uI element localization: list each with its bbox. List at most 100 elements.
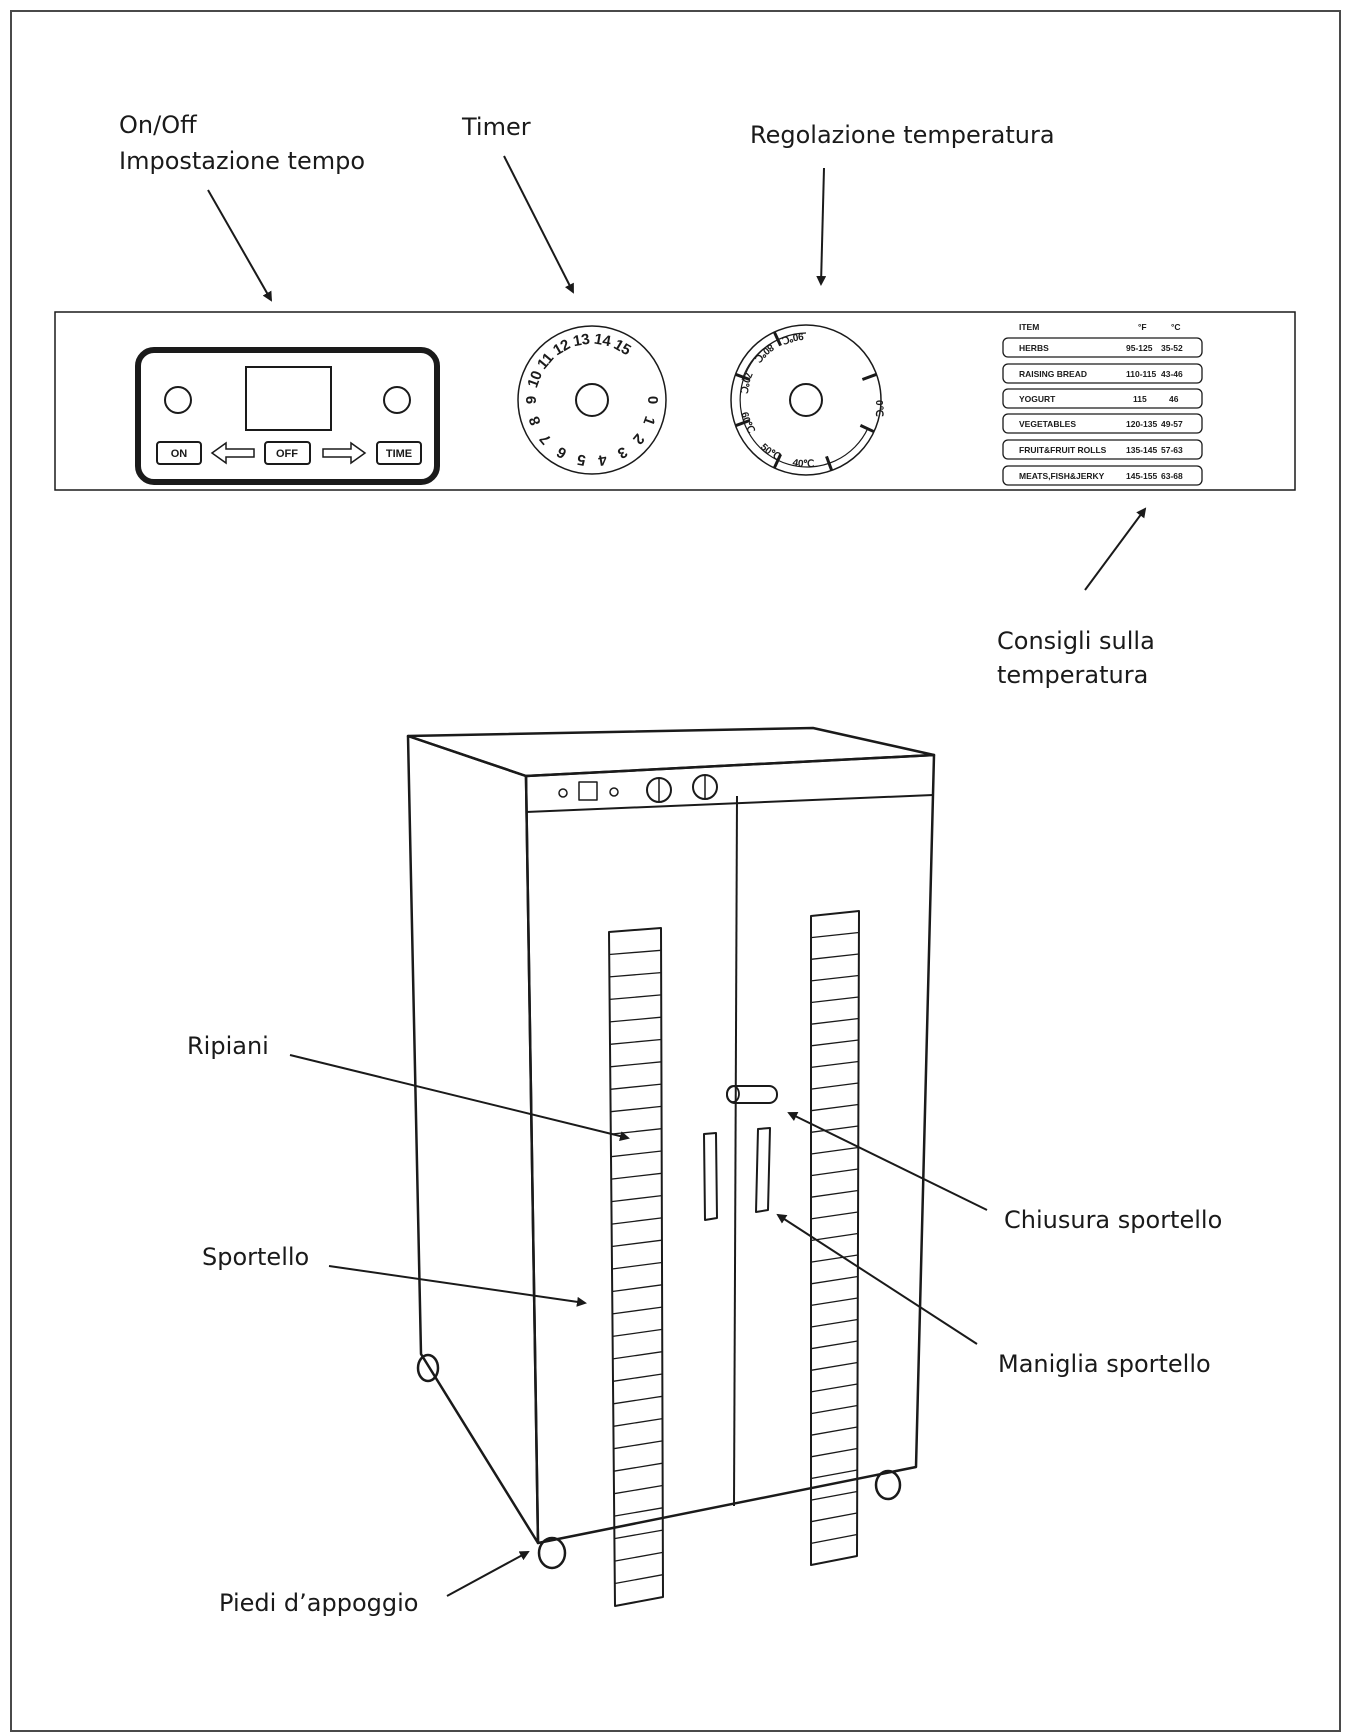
cabinet-front bbox=[524, 753, 936, 1545]
shelf-slat bbox=[810, 974, 859, 982]
shelf-slat bbox=[810, 1254, 858, 1263]
shelf-slat bbox=[810, 1426, 858, 1436]
arrow-onoff bbox=[207, 189, 272, 302]
temp-table-item: RAISING BREAD bbox=[1019, 369, 1087, 379]
temp-table-c: 49-57 bbox=[1161, 419, 1183, 429]
shelf-slat bbox=[609, 949, 662, 956]
shelf-slat bbox=[612, 1306, 663, 1315]
wheel-front-left bbox=[537, 1536, 567, 1570]
timer-number-11: 11 bbox=[534, 350, 557, 373]
timer-number-6: 6 bbox=[554, 443, 570, 462]
shelf-slat bbox=[810, 931, 859, 939]
display-module bbox=[135, 347, 440, 485]
arrow-right-icon bbox=[322, 441, 367, 465]
label-shelves: Ripiani bbox=[187, 1032, 269, 1060]
shelf-slat bbox=[810, 1103, 859, 1112]
temp-dial-tick bbox=[772, 331, 782, 347]
temp-dial-tick bbox=[861, 372, 878, 381]
temp-table-f: 120-135 bbox=[1126, 419, 1157, 429]
label-door: Sportello bbox=[202, 1243, 310, 1271]
timer-number-1: 1 bbox=[639, 414, 658, 428]
arrow-feet bbox=[446, 1551, 530, 1597]
shelf-slat bbox=[612, 1351, 663, 1360]
shelf-slat bbox=[810, 1490, 858, 1501]
temp-row-box bbox=[1002, 363, 1203, 384]
shelf-slat bbox=[614, 1507, 663, 1517]
shelf-slat bbox=[612, 1328, 663, 1338]
door-lock-knob bbox=[726, 1085, 740, 1103]
temp-dial-ring bbox=[730, 324, 882, 476]
shelf-slat bbox=[810, 1168, 859, 1177]
temp-table-c: 46 bbox=[1169, 394, 1179, 404]
wheel-front-right bbox=[874, 1469, 902, 1501]
timer-knob[interactable] bbox=[575, 383, 609, 417]
temp-row-box bbox=[1002, 465, 1203, 486]
temp-label-60: 60℃ bbox=[738, 411, 756, 435]
timer-number-4: 4 bbox=[596, 451, 608, 469]
timer-dial-ring bbox=[517, 325, 667, 475]
door-lock bbox=[726, 1085, 778, 1104]
temp-table-f: 135-145 bbox=[1126, 445, 1157, 455]
digital-display bbox=[245, 366, 332, 431]
shelf-slat bbox=[611, 1194, 662, 1203]
temp-knob[interactable] bbox=[789, 383, 823, 417]
timer-number-0: 0 bbox=[644, 396, 661, 404]
shelf-slat bbox=[810, 1404, 858, 1415]
dehydrator-cabinet bbox=[406, 726, 936, 1607]
timer-number-5: 5 bbox=[576, 451, 587, 469]
timer-number-2: 2 bbox=[629, 430, 647, 447]
shelf-slat bbox=[613, 1395, 663, 1405]
shelf-slat bbox=[609, 1038, 662, 1045]
timer-number-9: 9 bbox=[523, 396, 540, 404]
shelf-slat bbox=[613, 1484, 663, 1495]
temp-label-0: 0℃ bbox=[873, 400, 884, 417]
timer-number-7: 7 bbox=[536, 430, 554, 447]
right-door-handle bbox=[755, 1127, 771, 1213]
indicator-light-left bbox=[164, 386, 192, 414]
right-door-window bbox=[810, 910, 860, 1566]
shelf-slat bbox=[810, 1297, 858, 1307]
temp-table-f: 115 bbox=[1133, 394, 1147, 404]
left-door-handle bbox=[703, 1132, 718, 1221]
shelf-slat bbox=[611, 1261, 663, 1270]
arrow-left-icon bbox=[210, 441, 255, 465]
label-temp-tips-2: temperatura bbox=[997, 661, 1149, 689]
temp-row-box bbox=[1002, 388, 1203, 409]
door-split bbox=[733, 795, 738, 1507]
shelf-slat bbox=[810, 1533, 858, 1545]
label-door-handle: Maniglia sportello bbox=[998, 1350, 1211, 1378]
shelf-slat bbox=[611, 1239, 662, 1248]
temp-dial-tick bbox=[859, 424, 875, 434]
label-door-lock: Chiusura sportello bbox=[1004, 1206, 1223, 1234]
arrow-temp-tips bbox=[1084, 507, 1147, 591]
temp-table-f: 110-115 bbox=[1126, 369, 1157, 379]
mini-indicator-icon bbox=[609, 787, 619, 797]
shelf-slat bbox=[810, 1361, 858, 1371]
shelf-slat bbox=[610, 1061, 662, 1068]
temp-table-f: 95-125 bbox=[1126, 343, 1153, 353]
left-door-window bbox=[608, 927, 664, 1607]
shelf-slat bbox=[610, 1150, 662, 1158]
shelf-slat bbox=[610, 1128, 662, 1135]
temp-table-item: YOGURT bbox=[1019, 394, 1056, 404]
mini-indicator-icon bbox=[558, 788, 568, 798]
temp-label-90: 90℃ bbox=[780, 330, 804, 345]
on-button[interactable] bbox=[156, 441, 202, 465]
panel-outline bbox=[54, 311, 1296, 491]
temp-label-70: 70℃ bbox=[737, 370, 754, 394]
temp-table-item: MEATS,FISH&JERKY bbox=[1019, 471, 1105, 481]
shelf-slat bbox=[810, 1039, 859, 1047]
right-shelf-slats bbox=[810, 931, 859, 1545]
shelf-slat bbox=[611, 1172, 662, 1180]
time-button[interactable] bbox=[376, 441, 422, 465]
shelf-slat bbox=[810, 1318, 858, 1328]
shelf-slat bbox=[810, 1082, 859, 1090]
indicator-light-right bbox=[383, 386, 411, 414]
temp-row-box bbox=[1002, 337, 1203, 358]
shelf-slat bbox=[810, 1469, 858, 1480]
shelf-slat bbox=[810, 1512, 858, 1523]
off-button[interactable] bbox=[264, 441, 311, 465]
shelf-slat bbox=[614, 1574, 664, 1585]
